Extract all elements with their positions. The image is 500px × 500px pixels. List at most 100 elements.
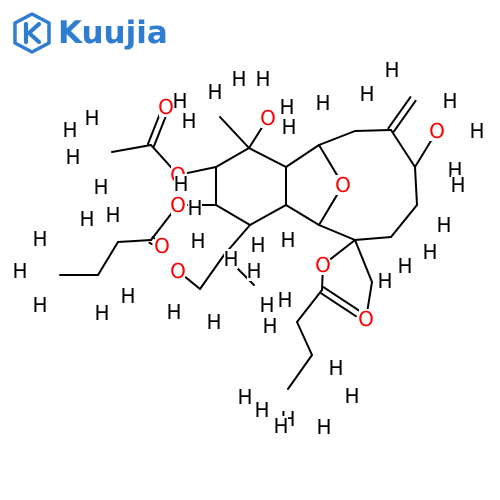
single-bond-line — [296, 289, 323, 323]
hydrogen-atom-label: H — [187, 196, 202, 220]
hydrogen-atom-label: H — [32, 227, 47, 251]
hydrogen-atom-label: H — [259, 293, 274, 317]
atom-label-background — [182, 111, 196, 131]
atom-label-background — [430, 121, 444, 141]
single-bond-line — [329, 239, 356, 260]
single-bond-line — [184, 276, 201, 290]
atom-label-background — [66, 147, 80, 167]
hydrogen-atom-label: H — [280, 228, 295, 252]
single-bond-line — [354, 239, 373, 283]
single-bond-line — [390, 129, 416, 168]
hydrogen-atom-label: H — [93, 175, 108, 199]
hydrogen-atom-label: H — [172, 89, 187, 113]
double-bond-line — [387, 96, 412, 130]
hydrogen-atom-label: H — [166, 300, 181, 324]
single-bond-line — [354, 129, 392, 132]
atom-label-background — [378, 271, 392, 291]
single-bond-line — [249, 204, 287, 226]
single-bond-line — [296, 321, 313, 356]
double-bond-line — [392, 99, 417, 133]
single-bond-line — [215, 147, 250, 168]
hydrogen-atom-label: H — [231, 67, 246, 91]
atom-label-background — [85, 108, 99, 128]
atom-label-background — [80, 209, 94, 229]
hydrogen-atom-label: H — [181, 109, 196, 133]
atom-label-background — [261, 108, 275, 128]
atom-label-background — [155, 236, 169, 256]
atom-label-background — [232, 69, 246, 89]
oxygen-atom-label: O — [260, 106, 276, 130]
atom-label-background — [106, 205, 120, 225]
oxygen-atom-label: O — [154, 234, 170, 258]
atom-label-background — [451, 175, 465, 195]
atom-label-background — [280, 97, 294, 117]
atom-label-background — [260, 295, 274, 315]
hydrogen-atom-label: H — [237, 385, 252, 409]
atom-label-background — [336, 175, 350, 195]
oxygen-atom-label: O — [170, 193, 186, 217]
oxygen-atom-label: O — [429, 119, 445, 143]
atom-label-background — [247, 261, 261, 281]
single-bond-line — [186, 166, 217, 174]
atom-label-background — [263, 316, 277, 336]
hydrogen-atom-label: H — [246, 259, 261, 283]
hydrogen-atom-label: H — [450, 173, 465, 197]
hydrogen-atom-label: H — [207, 80, 222, 104]
atom-label-layer: OOOOOOOOOOHHHHHHHHHHHHHHHHHHHHHHHHHHHHHH… — [12, 58, 484, 439]
atom-label-background — [171, 195, 185, 215]
atom-label-background — [188, 198, 202, 218]
atom-label-background — [207, 312, 221, 332]
hydrogen-atom-label: H — [223, 247, 238, 271]
single-bond-line — [248, 125, 264, 149]
atom-label-background — [251, 235, 265, 255]
single-bond-line — [414, 166, 418, 206]
hydrogen-atom-label: H — [94, 301, 109, 325]
atom-label-background — [281, 230, 295, 250]
atom-label-background — [191, 231, 205, 251]
hydrogen-atom-label: H — [469, 119, 484, 143]
single-bond-line — [219, 116, 250, 149]
single-bond-line — [318, 144, 339, 178]
hydrogen-atom-label: H — [254, 398, 269, 422]
hydrogen-atom-label: H — [262, 314, 277, 338]
single-bond-line — [318, 192, 339, 226]
hydrogen-atom-label: H — [79, 207, 94, 231]
hydrogen-atom-label: H — [32, 293, 47, 317]
atom-label-background — [208, 82, 222, 102]
single-bond-line — [111, 144, 152, 153]
atom-label-background — [33, 229, 47, 249]
single-bond-line — [390, 204, 418, 238]
double-bond-line — [147, 114, 161, 145]
oxygen-atom-label: O — [158, 95, 174, 119]
double-bond-line — [319, 291, 357, 318]
hydrogen-atom-label: H — [316, 415, 331, 439]
single-bond-line — [285, 144, 320, 168]
single-bond-line — [199, 254, 225, 290]
hydrogen-atom-label: H — [277, 288, 292, 312]
atom-label-background — [437, 215, 451, 235]
atom-label-background — [173, 91, 187, 111]
atom-label-background — [121, 286, 135, 306]
double-bond-line — [148, 241, 153, 246]
double-bond-line — [322, 286, 361, 312]
single-bond-line — [97, 241, 119, 276]
atom-label-background — [171, 261, 185, 281]
hydrogen-atom-label: H — [279, 95, 294, 119]
hydrogen-atom-label: H — [397, 254, 412, 278]
atom-label-background — [33, 295, 47, 315]
atom-label-background — [359, 309, 373, 329]
single-bond-line — [150, 144, 173, 169]
hydrogen-atom-label: H — [384, 58, 399, 82]
atom-label-background — [255, 400, 269, 420]
atom-label-background — [360, 84, 374, 104]
atom-label-background — [329, 358, 343, 378]
double-bond-line — [152, 116, 167, 148]
kuujia-hexagon-k-icon — [13, 12, 51, 54]
atom-label-background — [63, 120, 77, 140]
hydrogen-atom-label: H — [344, 384, 359, 408]
hydrogen-atom-label: H — [105, 203, 120, 227]
atom-label-background — [470, 121, 484, 141]
oxygen-atom-label: O — [335, 173, 351, 197]
single-bond-line — [318, 130, 356, 146]
